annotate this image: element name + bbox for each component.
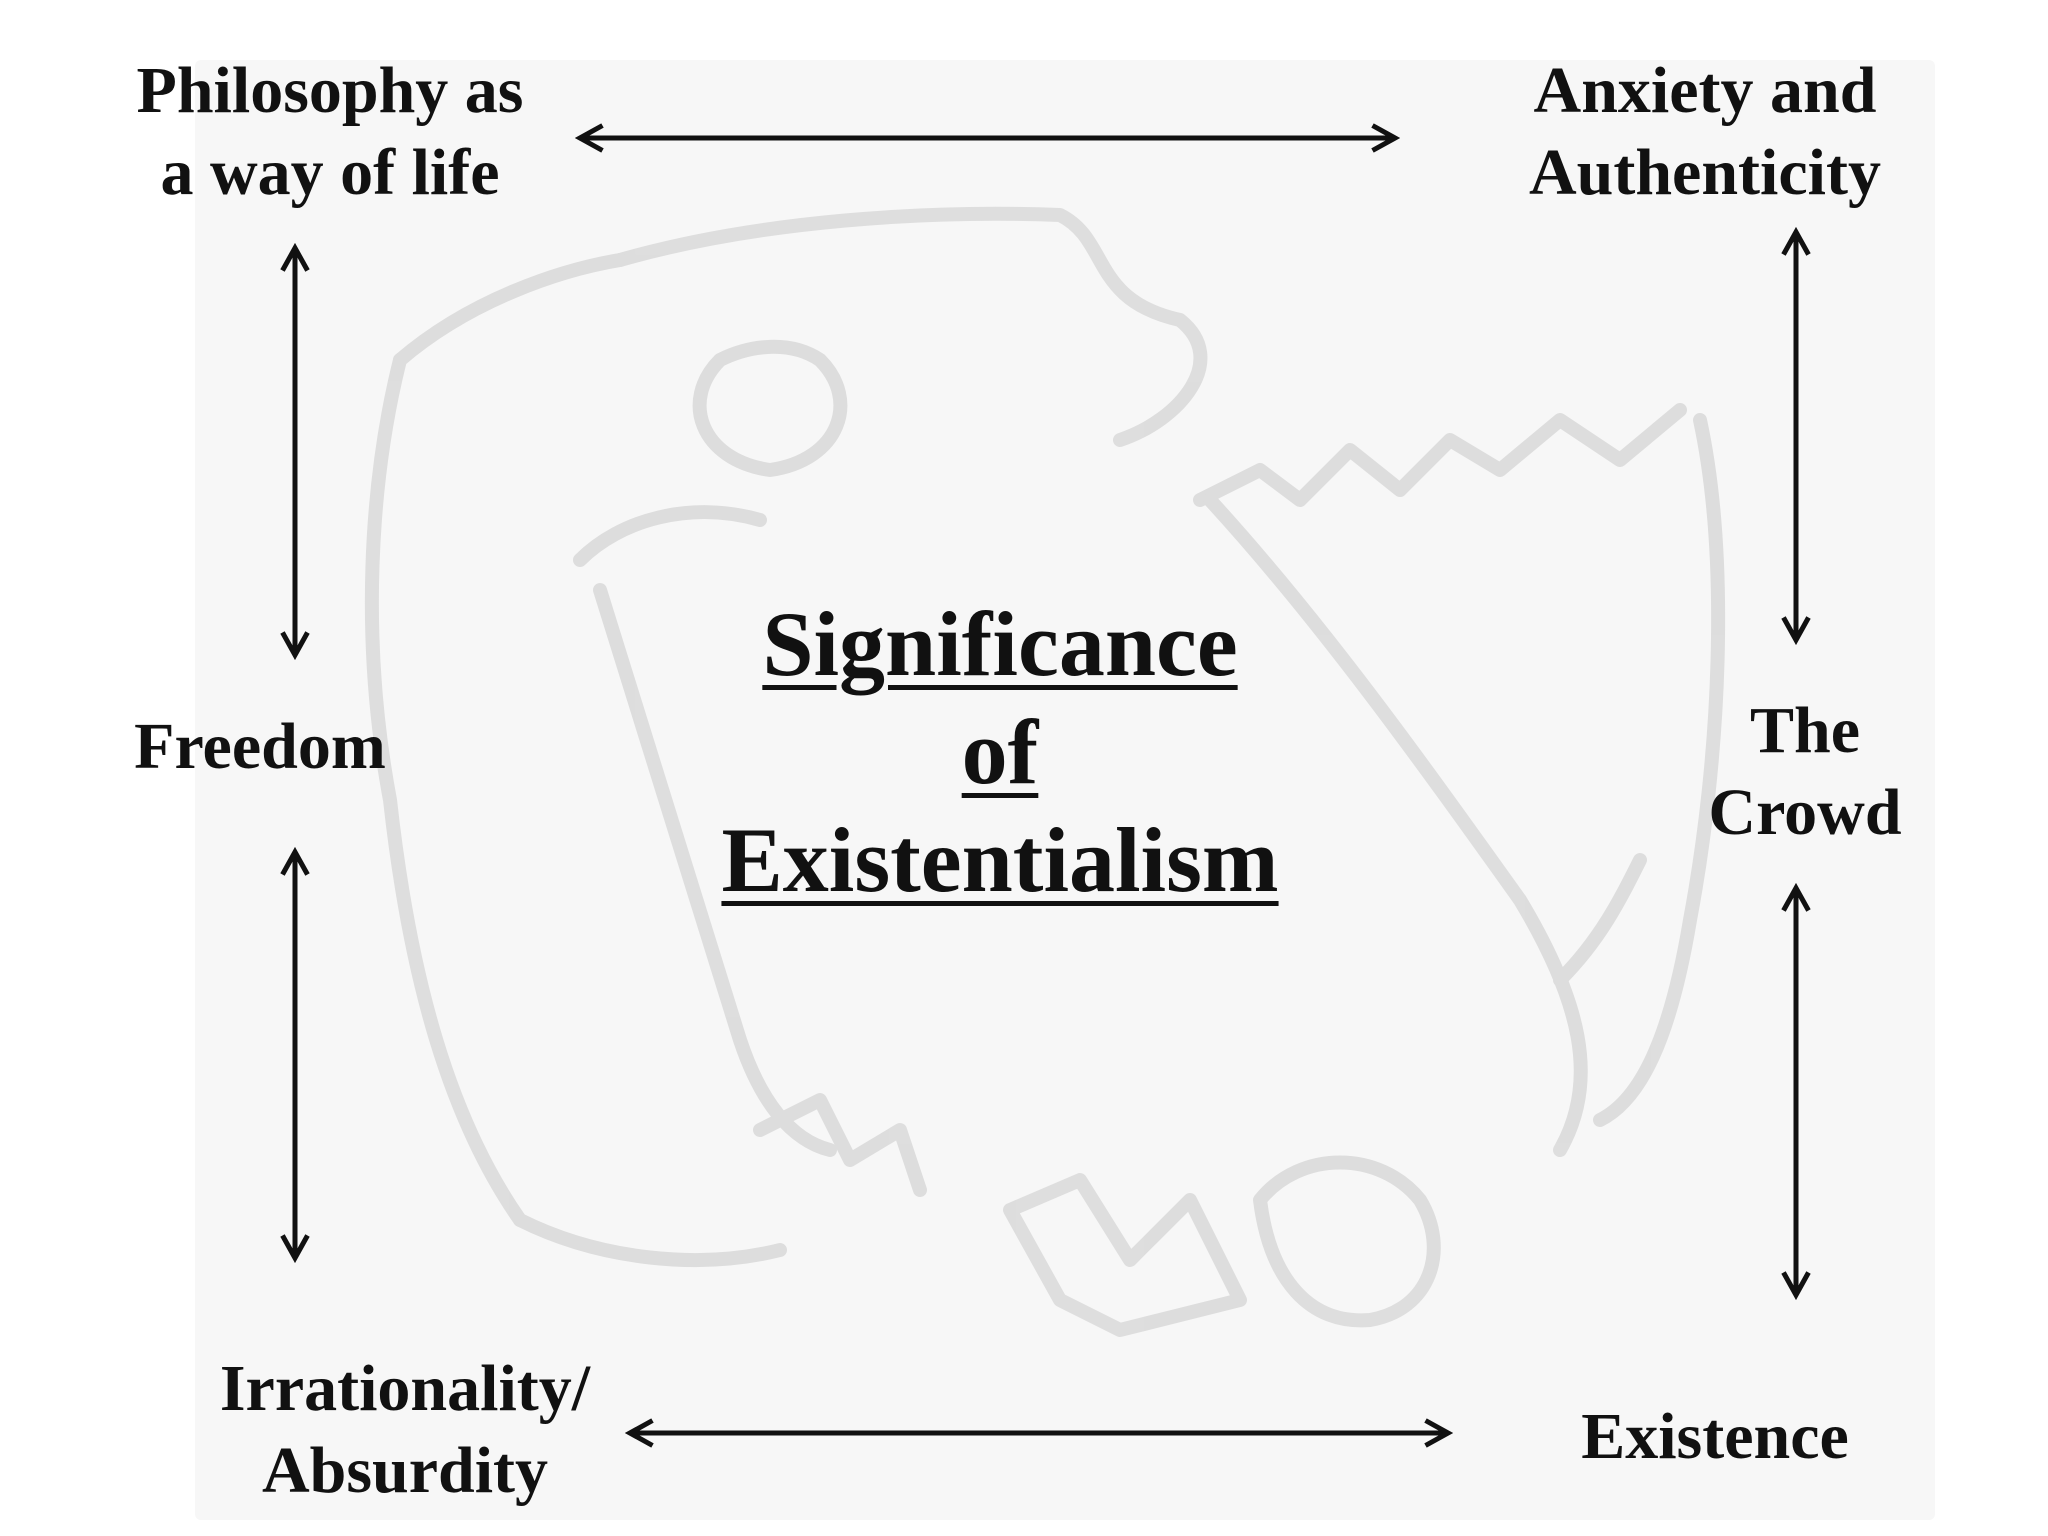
node-freedom-line-1: Freedom <box>134 710 386 783</box>
node-anxiety: Anxiety and Authenticity <box>1500 50 1910 214</box>
node-philosophy-line-1: Philosophy as <box>136 54 524 127</box>
node-freedom: Freedom <box>120 706 400 788</box>
node-anxiety-line-1: Anxiety and <box>1533 54 1877 127</box>
node-crowd-line-2: Crowd <box>1708 776 1902 849</box>
central-title-line-1: Significance <box>762 593 1238 695</box>
node-philosophy: Philosophy as a way of life <box>95 50 565 214</box>
node-irrationality-line-1: Irrationality/ <box>219 1352 591 1425</box>
central-title-line-2: of <box>961 701 1039 803</box>
central-title-line-3: Existentialism <box>721 809 1279 911</box>
node-philosophy-line-2: a way of life <box>160 136 500 209</box>
node-irrationality-line-2: Absurdity <box>261 1434 549 1507</box>
node-existence-line-1: Existence <box>1581 1400 1849 1473</box>
node-existence: Existence <box>1560 1396 1870 1478</box>
node-irrationality: Irrationality/ Absurdity <box>190 1348 620 1512</box>
node-crowd-line-1: The <box>1749 694 1861 767</box>
central-title: Significance of Existentialism <box>700 590 1300 914</box>
node-anxiety-line-2: Authenticity <box>1529 136 1881 209</box>
node-crowd: The Crowd <box>1690 690 1920 854</box>
